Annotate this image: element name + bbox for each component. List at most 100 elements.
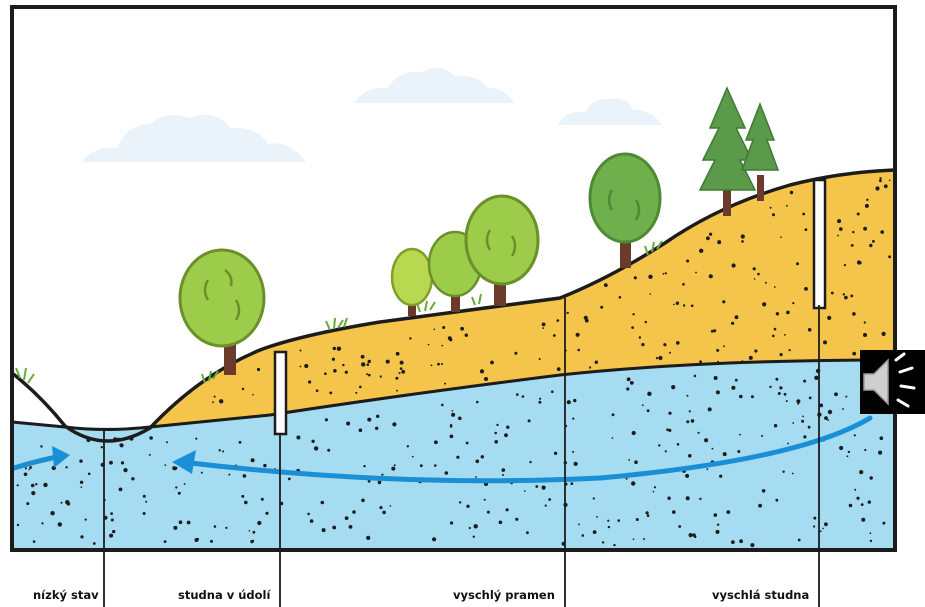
- sediment-dot: [24, 467, 27, 470]
- sediment-dot: [515, 517, 519, 521]
- sediment-dot: [607, 519, 610, 522]
- sediment-dot: [672, 510, 676, 514]
- sediment-dot: [641, 343, 645, 347]
- sediment-dot: [807, 328, 812, 332]
- sediment-dot: [731, 263, 736, 268]
- sediment-dot: [669, 351, 671, 354]
- sediment-dot: [626, 387, 630, 391]
- sediment-dot: [225, 526, 228, 530]
- sediment-dot: [256, 367, 261, 372]
- sediment-dot: [592, 530, 597, 534]
- sediment-dot: [177, 491, 181, 495]
- diagram-frame: [10, 5, 897, 552]
- sediment-dot: [315, 389, 319, 393]
- sediment-dot: [50, 511, 55, 516]
- sediment-dot: [635, 518, 639, 521]
- sediment-dot: [79, 480, 84, 484]
- sediment-dot: [552, 334, 556, 337]
- sediment-dot: [710, 329, 714, 333]
- sediment-dot: [379, 375, 382, 378]
- sediment-dot: [218, 449, 221, 452]
- sediment-dot: [803, 435, 807, 439]
- sediment-dot: [84, 518, 87, 521]
- sediment-dot: [807, 425, 811, 429]
- sediment-dot: [879, 436, 884, 441]
- sediment-dot: [406, 445, 409, 448]
- sediment-dot: [782, 470, 785, 473]
- sediment-dot: [757, 272, 760, 276]
- sediment-dot: [514, 351, 518, 355]
- sediment-dot: [395, 376, 399, 380]
- sediment-dot: [741, 240, 744, 243]
- sediment-dot: [393, 464, 396, 467]
- sediment-dot: [713, 329, 717, 333]
- sediment-dot: [535, 485, 539, 488]
- sediment-dot: [791, 472, 794, 475]
- sediment-dot: [719, 474, 723, 478]
- sediment-dot: [308, 380, 312, 384]
- sediment-dot: [863, 321, 866, 324]
- sediment-dot: [538, 358, 541, 360]
- sediment-dot: [664, 272, 667, 275]
- sediment-dot: [750, 543, 755, 548]
- sediment-dot: [516, 393, 519, 396]
- sediment-dot: [175, 486, 178, 489]
- sediment-dot: [313, 446, 319, 451]
- sediment-dot: [713, 513, 718, 517]
- sediment-dot: [761, 434, 764, 437]
- sediment-dot: [596, 516, 598, 518]
- label-dry-spring: vyschlý pramen: [453, 588, 555, 602]
- sediment-dot: [676, 341, 680, 345]
- sediment-dot: [666, 428, 669, 432]
- sediment-dot: [118, 487, 123, 492]
- audio-play-button[interactable]: [860, 350, 925, 414]
- sediment-dot: [854, 488, 857, 491]
- sediment-dot: [241, 494, 245, 498]
- sediment-dot: [505, 508, 509, 512]
- sediment-dot: [476, 400, 479, 404]
- sediment-dot: [850, 244, 854, 247]
- sediment-dot: [501, 474, 504, 476]
- sediment-dot: [458, 416, 462, 421]
- sediment-dot: [613, 543, 616, 547]
- sediment-dot: [888, 255, 891, 259]
- sediment-dot: [178, 520, 183, 524]
- sediment-dot: [706, 236, 710, 241]
- sediment-dot: [348, 525, 353, 529]
- sediment-dot: [731, 385, 736, 390]
- sediment-dot: [449, 338, 453, 342]
- sediment-dot: [864, 448, 867, 452]
- sediment-dot: [411, 455, 414, 458]
- sediment-dot: [839, 445, 844, 451]
- sediment-dot: [628, 459, 631, 461]
- sediment-dot: [748, 355, 753, 360]
- sediment-dot: [860, 503, 864, 506]
- sediment-dot: [753, 278, 756, 280]
- sediment-dot: [693, 374, 697, 378]
- sediment-dot: [110, 512, 113, 515]
- sediment-dot: [538, 400, 542, 404]
- sediment-dot: [16, 484, 19, 487]
- sediment-dot: [685, 496, 690, 501]
- sediment-dot: [392, 422, 397, 427]
- sediment-dot: [553, 451, 558, 455]
- sediment-dot: [673, 303, 675, 306]
- sediment-dot: [212, 401, 214, 404]
- sediment-dot: [777, 392, 781, 395]
- sediment-dot: [459, 501, 462, 504]
- speaker-volume-icon: [863, 352, 916, 408]
- sediment-dot: [715, 529, 720, 534]
- sediment-dot: [210, 539, 213, 543]
- sediment-dot: [796, 399, 801, 404]
- sediment-dot: [787, 442, 789, 445]
- sediment-dot: [592, 497, 595, 500]
- sediment-dot: [473, 524, 478, 529]
- sediment-dots: [16, 177, 891, 548]
- conifers: [698, 86, 780, 216]
- sediment-dot: [848, 503, 853, 508]
- sediment-dot: [131, 477, 135, 481]
- water-table-line: [11, 358, 896, 431]
- sediment-dot: [792, 422, 795, 424]
- sediment-dot: [762, 302, 767, 307]
- sediment-dot: [551, 390, 554, 394]
